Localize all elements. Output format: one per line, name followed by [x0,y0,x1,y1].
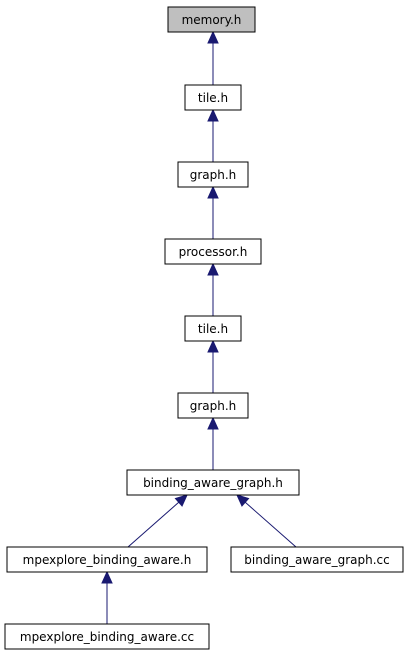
node-label: tile.h [198,322,228,336]
node-label: graph.h [190,168,237,182]
edge-line [127,501,180,548]
edge-arrowhead [207,339,219,353]
edge-arrowhead [174,494,188,507]
node-mpexplore-binding-aware-cc[interactable]: mpexplore_binding_aware.cc [4,623,210,650]
node-binding-aware-graph-cc[interactable]: binding_aware_graph.cc [230,546,404,573]
edge-line [244,501,297,548]
node-memory-h[interactable]: memory.h [167,6,256,33]
edge-arrowhead [207,262,219,276]
node-label: processor.h [179,245,248,259]
edge-arrowhead [207,30,219,44]
edges-layer [101,30,297,624]
node-processor-h[interactable]: processor.h [164,238,262,265]
node-mpexplore-binding-aware-h[interactable]: mpexplore_binding_aware.h [6,546,208,573]
node-graph-h-2[interactable]: graph.h [177,392,249,419]
node-label: tile.h [198,91,228,105]
node-label: mpexplore_binding_aware.h [23,553,192,567]
edge-arrowhead [101,570,113,584]
edge-arrowhead [207,185,219,199]
node-tile-h-2[interactable]: tile.h [184,315,242,342]
node-label: binding_aware_graph.cc [244,553,389,567]
node-binding-aware-graph-h[interactable]: binding_aware_graph.h [126,469,300,496]
node-label: mpexplore_binding_aware.cc [20,630,194,644]
edge-arrowhead [236,494,250,507]
edge-arrowhead [207,416,219,430]
node-graph-h[interactable]: graph.h [177,161,249,188]
node-tile-h[interactable]: tile.h [184,84,242,111]
node-label: graph.h [190,399,237,413]
node-label: memory.h [182,13,242,27]
node-label: binding_aware_graph.h [143,476,283,490]
edge-arrowhead [207,108,219,122]
